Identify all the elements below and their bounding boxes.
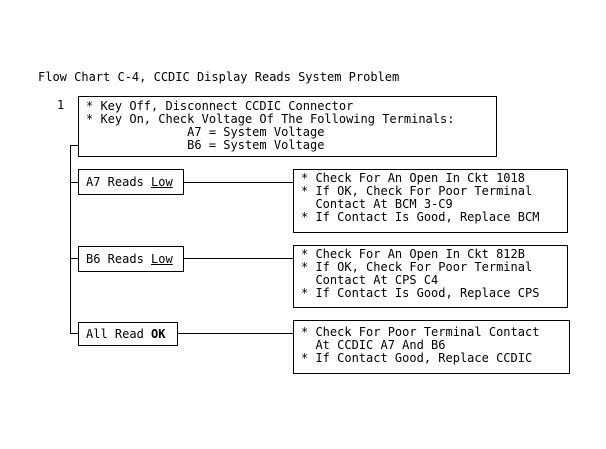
- branch-stub-a7: [70, 182, 78, 183]
- action-box-b6: * Check For An Open In Ckt 812B * If OK,…: [293, 245, 568, 308]
- condition-box-a7: A7 Reads Low: [78, 169, 184, 195]
- connector-b6: [184, 258, 293, 259]
- condition-box-b6: B6 Reads Low: [78, 246, 184, 272]
- condition-label-ok: All Read: [86, 326, 152, 341]
- branch-stub-b6: [70, 258, 78, 259]
- connector-ok: [178, 333, 293, 334]
- action-box-a7: * Check For An Open In Ckt 1018 * If OK,…: [293, 169, 568, 233]
- branch-stub-ok: [70, 333, 78, 334]
- condition-value-b6: Low: [151, 251, 173, 266]
- action-text-ok: * Check For Poor Terminal Contact At CCD…: [301, 325, 540, 365]
- connector-a7: [184, 182, 293, 183]
- trunk-vertical-line: [70, 145, 71, 334]
- flowchart-title: Flow Chart C-4, CCDIC Display Reads Syst…: [38, 70, 400, 84]
- condition-label-a7: A7 Reads: [86, 174, 152, 189]
- trunk-stub-instruction: [70, 145, 78, 146]
- action-text-a7: * Check For An Open In Ckt 1018 * If OK,…: [301, 171, 540, 224]
- action-box-ok: * Check For Poor Terminal Contact At CCD…: [293, 320, 570, 374]
- condition-value-ok: OK: [151, 326, 166, 341]
- step-number: 1: [57, 98, 65, 112]
- condition-label-b6: B6 Reads: [86, 251, 152, 266]
- condition-value-a7: Low: [151, 174, 173, 189]
- instruction-box: * Key Off, Disconnect CCDIC Connector * …: [78, 96, 497, 157]
- instruction-text: * Key Off, Disconnect CCDIC Connector * …: [86, 99, 455, 152]
- action-text-b6: * Check For An Open In Ckt 812B * If OK,…: [301, 247, 540, 300]
- condition-box-ok: All Read OK: [78, 322, 178, 346]
